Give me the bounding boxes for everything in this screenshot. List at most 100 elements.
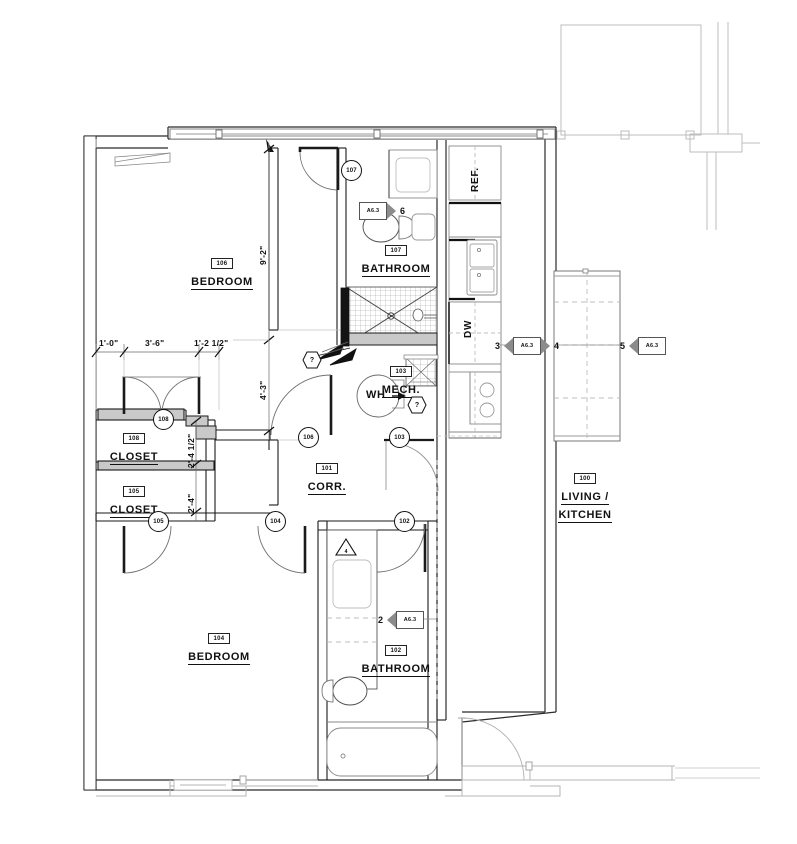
room-label-closet-105: 105 CLOSET	[94, 480, 174, 518]
room-name-bathroom-107: BATHROOM	[361, 263, 431, 277]
triangle-marker-label: 4	[344, 549, 348, 555]
section-marker-6[interactable]: A6.3 6	[359, 202, 406, 220]
bathroom-107-fixtures	[362, 149, 438, 243]
window-sash-swing	[114, 152, 171, 167]
room-name-bathroom-102: BATHROOM	[361, 663, 431, 677]
room-name-bedroom-104: BEDROOM	[188, 651, 250, 665]
room-number-107: 107	[384, 245, 408, 256]
room-label-bedroom-106: 106 BEDROOM	[172, 252, 272, 290]
hexagon-icon	[407, 396, 427, 414]
section-flag-5-sheet: A6.3	[638, 337, 667, 355]
door-tag-103-label: 103	[394, 434, 405, 441]
door-tag-108-label: 108	[158, 416, 169, 423]
door-tag-102-label: 102	[399, 518, 410, 525]
section-arrow-4	[541, 338, 551, 354]
section-marker-5[interactable]: 5 A6.3	[620, 337, 667, 355]
keynote-hex-wh[interactable]: ?	[407, 396, 427, 414]
section-flag-6-sheet: A6.3	[359, 202, 387, 220]
dimension-4-3: 4'-3"	[258, 380, 268, 400]
bedroom-104-window-ghost	[173, 779, 233, 791]
room-name-mech-103: MECH.	[381, 384, 421, 398]
section-number-5: 5	[620, 341, 626, 351]
hexagon-icon	[302, 351, 322, 369]
door-tag-108[interactable]: 108	[153, 409, 174, 430]
kitchen-casework	[448, 145, 502, 439]
dimension-2-4: 2'-4"	[186, 493, 196, 513]
section-marker-3[interactable]: 3 A6.3 4	[495, 337, 560, 355]
door-tag-107[interactable]: 107	[341, 160, 362, 181]
section-arrow-5	[629, 338, 639, 354]
keynote-leaders	[321, 341, 349, 356]
section-sheet-3: A6.3	[520, 343, 534, 349]
door-tag-104-label: 104	[270, 518, 281, 525]
exterior-wall-poche	[83, 135, 97, 791]
bathroom-102-fixtures	[321, 529, 438, 777]
room-label-bathroom-107: 107 BATHROOM	[346, 239, 446, 277]
living-island-block	[553, 268, 621, 442]
dimension-lines	[91, 144, 275, 521]
door-tag-107-label: 107	[346, 167, 357, 174]
room-label-bedroom-104: 104 BEDROOM	[169, 627, 269, 665]
room-number-104: 104	[207, 633, 231, 644]
section-sheet-2: A6.3	[403, 617, 417, 623]
room-label-corr-101: 101 CORR.	[287, 457, 367, 495]
room-label-closet-108: 108 CLOSET	[94, 427, 174, 465]
dimension-3-6: 3'-6"	[145, 338, 165, 348]
room-label-living-kitchen-100: 100 LIVING / KITCHEN	[525, 467, 645, 523]
door-tag-103[interactable]: 103	[389, 427, 410, 448]
section-number-6: 6	[400, 206, 406, 216]
triangle-icon	[335, 537, 357, 556]
water-heater-label: WH	[366, 389, 386, 401]
door-tag-106-label: 106	[303, 434, 314, 441]
section-number-4: 4	[554, 341, 560, 351]
section-number-2: 2	[378, 615, 384, 625]
triangle-marker-bath-102[interactable]: 4	[334, 537, 358, 557]
section-arrow-3	[504, 338, 514, 354]
room-number-105: 105	[122, 486, 146, 497]
room-number-101: 101	[315, 463, 339, 474]
section-number-3: 3	[495, 341, 501, 351]
room-number-100: 100	[573, 473, 597, 484]
room-name-living: LIVING /	[561, 491, 609, 505]
dimension-9-2: 9'-2"	[258, 245, 268, 265]
section-arrow-6	[387, 203, 396, 219]
room-name-corr-101: CORR.	[307, 481, 347, 495]
room-number-102: 102	[384, 645, 408, 656]
top-window-assembly	[169, 128, 556, 140]
section-flag-2-sheet: A6.3	[396, 611, 425, 629]
door-tag-104[interactable]: 104	[265, 511, 286, 532]
door-tag-105-label: 105	[153, 518, 164, 525]
window-sill-tick	[266, 139, 274, 152]
room-name-kitchen: KITCHEN	[558, 509, 612, 523]
section-arrow-2	[387, 612, 397, 628]
room-number-103: 103	[389, 366, 413, 377]
door-tag-102[interactable]: 102	[394, 511, 415, 532]
room-number-106: 106	[210, 258, 234, 269]
door-tag-106[interactable]: 106	[298, 427, 319, 448]
shower-leader-arrows	[315, 341, 357, 366]
section-sheet-5: A6.3	[645, 343, 659, 349]
room-name-bedroom-106: BEDROOM	[191, 276, 253, 290]
keynote-hex-wh-label: ?	[414, 401, 420, 409]
room-name-closet-105: CLOSET	[109, 504, 159, 518]
dimension-1-2-half: 1'-2 1/2"	[194, 338, 229, 348]
keynote-hex-shower-label: ?	[309, 356, 315, 364]
refrigerator-label: REF.	[470, 167, 481, 192]
room-label-bathroom-102: 102 BATHROOM	[346, 639, 446, 677]
closet-shelf-fill	[97, 408, 271, 471]
dishwasher-label: DW	[463, 319, 474, 338]
room-label-mech-103: 103 MECH.	[361, 360, 441, 398]
section-sheet-6: A6.3	[366, 208, 380, 214]
room-number-108: 108	[122, 433, 146, 444]
dimension-1-0: 1'-0"	[99, 338, 119, 348]
section-marker-2[interactable]: 2 A6.3	[378, 611, 425, 629]
ghost-overhang-lines	[556, 22, 760, 230]
room-name-closet-108: CLOSET	[109, 451, 159, 465]
shower-tiled-area	[340, 286, 438, 347]
keynote-hex-shower[interactable]: ?	[302, 351, 322, 369]
section-flag-3-sheet: A6.3	[513, 337, 542, 355]
entry-stoop-ghost	[96, 761, 760, 797]
door-tag-105[interactable]: 105	[148, 511, 169, 532]
